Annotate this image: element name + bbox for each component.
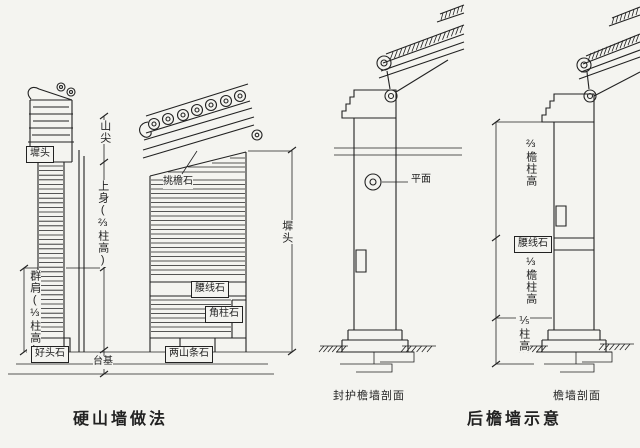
pier-head-moldings [28,99,74,163]
label-dim-one-fifth: ⅕柱高 [516,314,530,352]
label-yaoxianshi: 腰线石 [191,281,229,298]
eave-left-curl [139,121,152,138]
wall-return-edge [78,150,85,352]
wall-ornament-icon [364,173,382,191]
roof-slope-lines [578,33,640,97]
dimension-ticks [287,146,297,356]
eave-tile-end-icon [576,57,592,73]
label-shanjian: 山尖 [97,120,111,144]
roof-tile-hatch [389,24,464,61]
label-tiaoyanshi: 挑檐石 [163,176,193,189]
tile-end-row [147,89,247,131]
brick-hatch-top [168,157,245,173]
caption-rear-eave-wall: 后檐墙示意 [467,411,563,428]
tile-end-icon [56,82,66,92]
wall-outline [149,151,247,352]
label-dim-two-thirds: ⅔檐柱高 [523,138,537,187]
dimension-ticks [491,118,501,368]
eave-strut [586,71,590,90]
dimension-line [248,150,293,353]
label-liangshan-tiaoshi: 两山条石 [165,346,213,363]
label-dim-one-third: ⅓檐柱高 [523,256,537,305]
ground-hatch-left [318,345,347,353]
shaft-outline [37,162,65,352]
brick-hatch-upper [151,179,245,275]
roof-corner-band [436,4,465,23]
label-jiaozhushi: 角柱石 [205,306,243,323]
brick-hatch-lower [151,299,231,332]
pier-head-curl [27,86,73,101]
label-taiji: 台基 [93,356,113,369]
eave-ornament-icon [583,89,597,103]
label-pingmian: 平面 [411,174,431,187]
foundation-stones [340,351,415,373]
subcaption-yanqiang-section: 檐墙剖面 [553,390,601,402]
roof-corner-hatch [440,4,464,21]
drawing-gable-wall-side [139,83,297,356]
tile-end-icon [66,87,76,97]
plan-cut-lines [334,147,462,156]
label-shangshen: 上身(⅔柱高) [95,180,109,267]
foundation-stones [544,351,613,373]
drawing-fenghu-eave-wall-section [318,4,465,373]
roof-corner-hatch [611,7,639,25]
dimension-line [495,121,552,365]
ground-hatch-right [400,345,433,353]
subcaption-fenghu-section: 封护檐墙剖面 [333,390,405,402]
wall-block [355,249,367,273]
label-chitou: 墀头 [26,146,54,163]
brick-hatch-shaft [39,165,63,332]
wall-outline-with-corbels [541,93,595,330]
label-yaoxianshi-2: 腰线石 [514,236,552,253]
eave-tile-end-icon [376,55,392,71]
base-stone [34,337,71,352]
roof-tile-hatch [587,33,640,62]
waist-stone-band [554,237,594,251]
label-haotoushi: 好头石 [31,346,69,363]
caption-gable-wall-method: 硬山墙做法 [73,411,169,428]
eave-slope-lines [142,83,255,159]
wall-block [555,205,567,227]
label-qunjian: 群肩(⅓柱高) [27,270,41,357]
eave-strut [386,70,391,90]
ground-hatch-right [598,343,631,351]
drawing-eave-wall-section [491,6,640,373]
footing-steps [336,329,414,353]
label-leader [181,150,198,175]
wall-outline-with-corbels [341,89,397,330]
roof-slope-lines [378,24,465,93]
eave-end-scroll [251,129,263,141]
eave-ornament-icon [384,89,398,103]
label-chitou-dim: 墀头 [279,220,293,244]
ground-lines [520,343,634,347]
